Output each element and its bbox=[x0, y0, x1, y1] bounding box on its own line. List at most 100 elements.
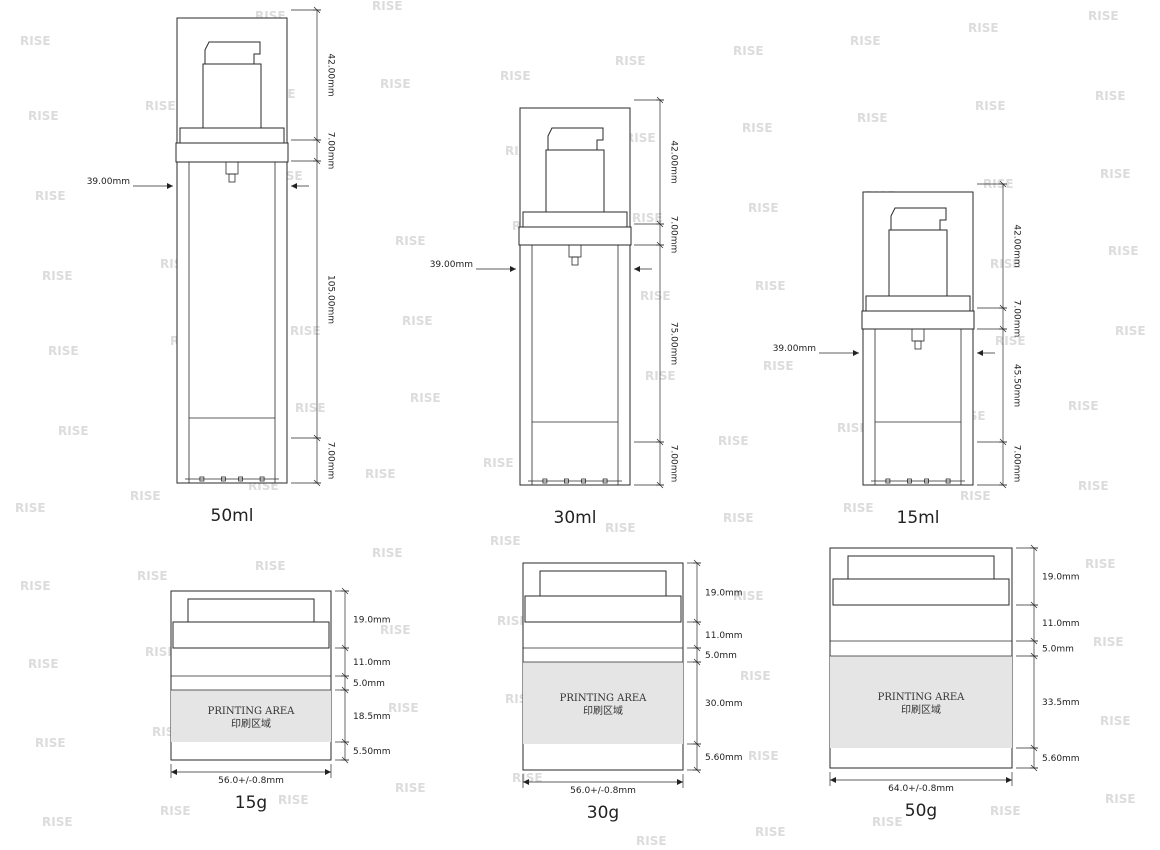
bottle-dip-tube bbox=[914, 340, 922, 350]
watermark-text: RISE bbox=[1100, 167, 1131, 181]
watermark-text: RISE bbox=[975, 99, 1006, 113]
capacity-label: 15ml bbox=[897, 508, 940, 528]
watermark-text: RISE bbox=[636, 834, 667, 848]
watermark-text: RISE bbox=[755, 279, 786, 293]
printing-area-label-en: PRINTING AREA bbox=[560, 693, 648, 704]
watermark-text: RISE bbox=[763, 359, 794, 373]
dimension-label: 105.00mm bbox=[326, 275, 336, 324]
watermark-text: RISE bbox=[15, 501, 46, 515]
bottle-inner-body bbox=[188, 161, 276, 484]
watermark-text: RISE bbox=[742, 121, 773, 135]
bottle-foot bbox=[564, 478, 569, 484]
watermark-text: RISE bbox=[990, 804, 1021, 818]
watermark-text: RISE bbox=[748, 201, 779, 215]
watermark-text: RISE bbox=[748, 749, 779, 763]
jar-lid bbox=[832, 578, 1010, 606]
watermark-text: RISE bbox=[35, 189, 66, 203]
dimension-label: 75.00mm bbox=[669, 322, 679, 365]
bottle-foot bbox=[238, 476, 244, 482]
arrowhead bbox=[291, 183, 297, 189]
watermark-text: RISE bbox=[1100, 714, 1131, 728]
jar-30g: PRINTING AREA印刷区域19.0mm11.0mm5.0mm30.0mm… bbox=[522, 559, 743, 823]
watermark-text: RISE bbox=[1088, 9, 1119, 23]
width-label: 39.00mm bbox=[430, 260, 473, 270]
dimension-slash bbox=[693, 618, 701, 626]
watermark-text: RISE bbox=[145, 645, 176, 659]
width-label: 39.00mm bbox=[773, 344, 816, 354]
dimension-label: 7.00mm bbox=[1012, 300, 1022, 338]
dimension-slash bbox=[693, 766, 701, 774]
dimension-slash bbox=[693, 740, 701, 748]
watermark-text: RISE bbox=[372, 546, 403, 560]
dimension-slash bbox=[999, 481, 1007, 489]
dimension-label: 7.00mm bbox=[669, 445, 679, 483]
capacity-label: 30ml bbox=[554, 508, 597, 528]
watermark-text: RISE bbox=[42, 815, 73, 829]
watermark-text: RISE bbox=[1095, 89, 1126, 103]
watermark-text: RISE bbox=[843, 501, 874, 515]
drawing-layer: 42.00mm7.00mm105.00mm7.00mm39.00mm50ml42… bbox=[87, 6, 1080, 823]
dimension-slash bbox=[999, 325, 1007, 333]
arrowhead bbox=[510, 266, 516, 272]
watermark-text: RISE bbox=[278, 793, 309, 807]
printing-area-label-zh: 印刷区域 bbox=[231, 717, 271, 730]
dimension-slash bbox=[656, 241, 664, 249]
dimension-slash bbox=[1030, 764, 1038, 772]
watermark-text: RISE bbox=[1093, 635, 1124, 649]
watermark-text: RISE bbox=[718, 434, 749, 448]
bottle-foot bbox=[924, 478, 929, 484]
watermark-text: RISE bbox=[137, 569, 168, 583]
watermark-text: RISE bbox=[290, 324, 321, 338]
bottle-dip-tube bbox=[228, 173, 236, 183]
dimension-label: 19.0mm bbox=[1042, 573, 1080, 583]
dimension-slash bbox=[1030, 637, 1038, 645]
arrowhead bbox=[167, 183, 173, 189]
dimension-label: 19.0mm bbox=[353, 616, 391, 626]
dimension-label: 5.60mm bbox=[1042, 754, 1080, 764]
arrowhead bbox=[523, 779, 529, 785]
dimension-slash bbox=[693, 658, 701, 666]
dimension-label: 5.50mm bbox=[353, 747, 391, 757]
bottle-foot bbox=[199, 476, 205, 482]
dimension-label: 7.00mm bbox=[326, 442, 336, 480]
dimension-slash bbox=[313, 6, 321, 14]
watermark-text: RISE bbox=[740, 669, 771, 683]
watermark-text: RISE bbox=[1068, 399, 1099, 413]
bottle-collar bbox=[865, 295, 971, 312]
printing-area-label-zh: 印刷区域 bbox=[583, 704, 623, 717]
watermark-text: RISE bbox=[968, 21, 999, 35]
watermark-text: RISE bbox=[733, 589, 764, 603]
dimension-label: 19.0mm bbox=[705, 589, 743, 599]
watermark-text: RISE bbox=[640, 289, 671, 303]
bottle-inner-body bbox=[874, 328, 962, 486]
bottle-pump-head bbox=[204, 41, 261, 65]
dimension-label: 45.50mm bbox=[1012, 364, 1022, 407]
watermark-text: RISE bbox=[410, 391, 441, 405]
watermark-text: RISE bbox=[1105, 792, 1136, 806]
capacity-label: 50g bbox=[905, 801, 937, 821]
watermark-text: RISE bbox=[255, 559, 286, 573]
dimension-label: 42.00mm bbox=[326, 53, 336, 96]
arrowhead bbox=[171, 769, 177, 775]
dimension-slash bbox=[341, 672, 349, 680]
watermark-text: RISE bbox=[365, 467, 396, 481]
watermark-text: RISE bbox=[48, 344, 79, 358]
watermark-text: RISE bbox=[990, 257, 1021, 271]
dimension-slash bbox=[999, 304, 1007, 312]
watermark-text: RISE bbox=[20, 34, 51, 48]
dimension-label: 5.0mm bbox=[1042, 645, 1074, 655]
bottle-dip-tube bbox=[571, 256, 579, 266]
watermark-text: RISE bbox=[625, 131, 656, 145]
dimension-slash bbox=[1030, 544, 1038, 552]
watermark-text: RISE bbox=[632, 211, 663, 225]
arrowhead bbox=[853, 350, 859, 356]
dimension-label: 5.0mm bbox=[353, 679, 385, 689]
bottle-foot bbox=[907, 478, 912, 484]
watermark-text: RISE bbox=[28, 657, 59, 671]
watermark-text: RISE bbox=[145, 99, 176, 113]
dimension-label: 42.00mm bbox=[1012, 224, 1022, 267]
dimension-label: 5.60mm bbox=[705, 753, 743, 763]
arrowhead bbox=[830, 777, 836, 783]
